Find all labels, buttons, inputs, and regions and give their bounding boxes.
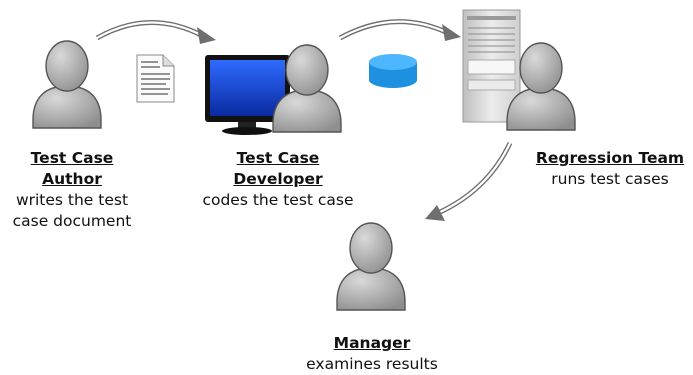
role-title: Test Case	[236, 149, 320, 167]
role-title: Developer	[233, 170, 323, 188]
arrow-team-to-manager	[425, 141, 513, 221]
role-description: codes the test case	[202, 191, 354, 209]
person-icon-manager	[336, 222, 406, 311]
role-label-manager: Manager examines results	[290, 333, 454, 375]
role-label-regression-team: Regression Team runs test cases	[530, 148, 690, 190]
role-description: examines results	[306, 355, 438, 373]
role-title: Test Case	[30, 149, 114, 167]
database-icon	[369, 54, 417, 88]
role-description: runs test cases	[551, 170, 669, 188]
monitor-icon	[205, 55, 290, 135]
role-title: Regression Team	[535, 149, 685, 167]
document-icon	[136, 54, 175, 103]
role-title: Manager	[333, 334, 411, 352]
role-description: writes the test	[15, 191, 129, 209]
role-description: case document	[12, 212, 132, 230]
role-label-author: Test Case Author writes the test case do…	[2, 148, 142, 232]
arrow-author-to-developer	[95, 20, 216, 44]
role-title: Author	[42, 170, 102, 188]
role-label-developer: Test Case Developer codes the test case	[186, 148, 370, 211]
arrow-developer-to-team	[338, 19, 461, 41]
person-icon-author	[32, 40, 102, 129]
